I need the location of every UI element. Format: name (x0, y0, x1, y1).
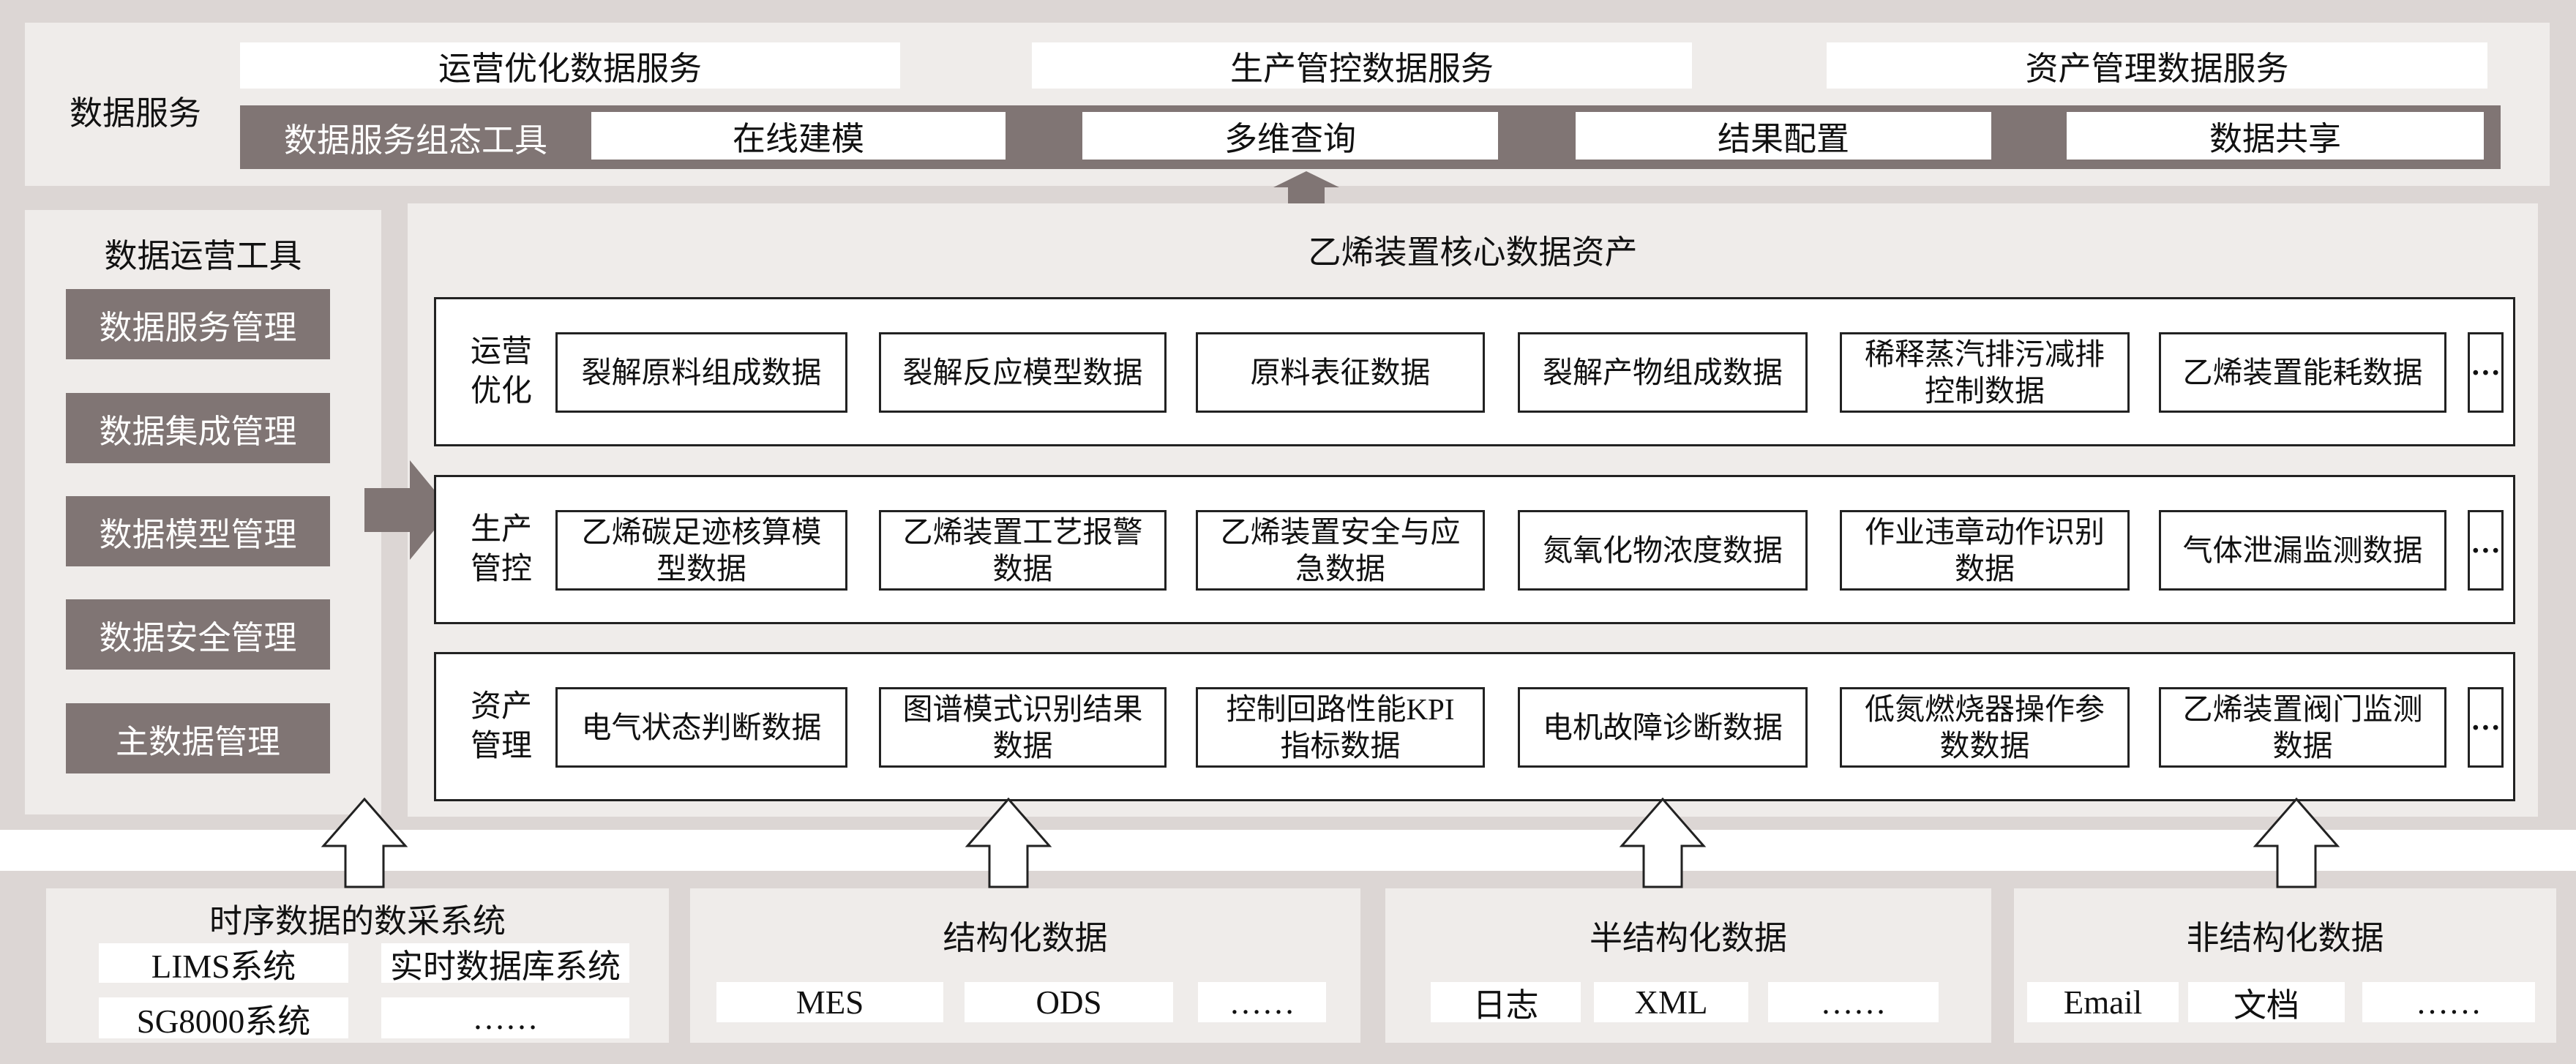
ops-tool-model-mgmt[interactable]: 数据模型管理 (66, 496, 330, 566)
ops-tool-service-mgmt[interactable]: 数据服务管理 (66, 289, 330, 359)
tool-online-modeling[interactable]: 在线建模 (591, 112, 1006, 160)
service-ops[interactable]: 运营优化数据服务 (240, 42, 900, 89)
source-chip[interactable]: …… (381, 997, 629, 1038)
asset-item[interactable]: 乙烯装置阀门监测数据 (2159, 687, 2446, 768)
source-chip[interactable]: 文档 (2188, 982, 2345, 1024)
source-chip[interactable]: MES (716, 982, 943, 1022)
more-items-button[interactable]: ··· (2468, 332, 2504, 413)
asset-item[interactable]: 乙烯碳足迹核算模型数据 (555, 510, 847, 591)
source-chip[interactable]: XML (1594, 982, 1748, 1022)
asset-item[interactable]: 裂解产物组成数据 (1518, 332, 1808, 413)
data-service-label: 数据服务 (69, 94, 201, 132)
service-production[interactable]: 生产管控数据服务 (1032, 42, 1692, 89)
asset-item[interactable]: 稀释蒸汽排污减排控制数据 (1840, 332, 2130, 413)
tool-result-config[interactable]: 结果配置 (1576, 112, 1991, 160)
up-arrow-icon (2253, 798, 2340, 888)
asset-row-label: 生产管控 (470, 513, 532, 586)
up-arrow-icon (1619, 798, 1707, 888)
asset-row-label: 运营优化 (470, 335, 532, 408)
source-chip[interactable]: LIMS系统 (99, 943, 348, 985)
asset-item[interactable]: 低氮燃烧器操作参数数据 (1840, 687, 2130, 768)
more-items-button[interactable]: ··· (2468, 510, 2504, 591)
asset-item[interactable]: 裂解原料组成数据 (555, 332, 847, 413)
ops-tool-integration-mgmt[interactable]: 数据集成管理 (66, 393, 330, 463)
asset-item[interactable]: 电气状态判断数据 (555, 687, 847, 768)
source-title: 时序数据的数采系统 (209, 902, 506, 940)
asset-item[interactable]: 乙烯装置能耗数据 (2159, 332, 2446, 413)
divider-strip (0, 830, 2576, 871)
source-chip[interactable]: …… (1198, 982, 1326, 1022)
source-chip[interactable]: 日志 (1431, 982, 1581, 1024)
up-arrow-icon (321, 798, 408, 888)
asset-item[interactable]: 裂解反应模型数据 (879, 332, 1167, 413)
asset-item[interactable]: 氮氧化物浓度数据 (1518, 510, 1808, 591)
more-items-button[interactable]: ··· (2468, 687, 2504, 768)
asset-item[interactable]: 气体泄漏监测数据 (2159, 510, 2446, 591)
tool-multi-query[interactable]: 多维查询 (1082, 112, 1498, 160)
ops-tool-security-mgmt[interactable]: 数据安全管理 (66, 599, 330, 670)
asset-item[interactable]: 乙烯装置工艺报警数据 (879, 510, 1167, 591)
source-title: 半结构化数据 (1589, 919, 1787, 956)
service-tool-label: 数据服务组态工具 (283, 122, 547, 159)
asset-row-label: 资产管理 (470, 690, 532, 763)
source-chip[interactable]: 实时数据库系统 (381, 943, 629, 985)
tool-data-share[interactable]: 数据共享 (2067, 112, 2484, 160)
source-chip[interactable]: …… (2362, 982, 2535, 1022)
asset-item[interactable]: 图谱模式识别结果数据 (879, 687, 1167, 768)
source-chip[interactable]: ODS (965, 982, 1173, 1022)
source-title: 结构化数据 (943, 919, 1108, 956)
right-arrow-icon (364, 460, 451, 560)
up-arrow-icon (965, 798, 1052, 888)
ops-tools-title: 数据运营工具 (104, 237, 302, 274)
asset-item[interactable]: 控制回路性能KPI指标数据 (1196, 687, 1485, 768)
up-arrow-icon (1273, 171, 1339, 203)
asset-item[interactable]: 作业违章动作识别数据 (1840, 510, 2130, 591)
source-chip[interactable]: …… (1768, 982, 1939, 1022)
source-title: 非结构化数据 (2186, 919, 2384, 956)
asset-item[interactable]: 乙烯装置安全与应急数据 (1196, 510, 1485, 591)
source-chip[interactable]: Email (2027, 982, 2179, 1022)
asset-item[interactable]: 电机故障诊断数据 (1518, 687, 1808, 768)
ops-tool-master-data-mgmt[interactable]: 主数据管理 (66, 703, 330, 773)
source-chip[interactable]: SG8000系统 (99, 997, 348, 1040)
asset-item[interactable]: 原料表征数据 (1196, 332, 1485, 413)
core-assets-title: 乙烯装置核心数据资产 (1308, 233, 1638, 271)
service-asset[interactable]: 资产管理数据服务 (1827, 42, 2487, 89)
